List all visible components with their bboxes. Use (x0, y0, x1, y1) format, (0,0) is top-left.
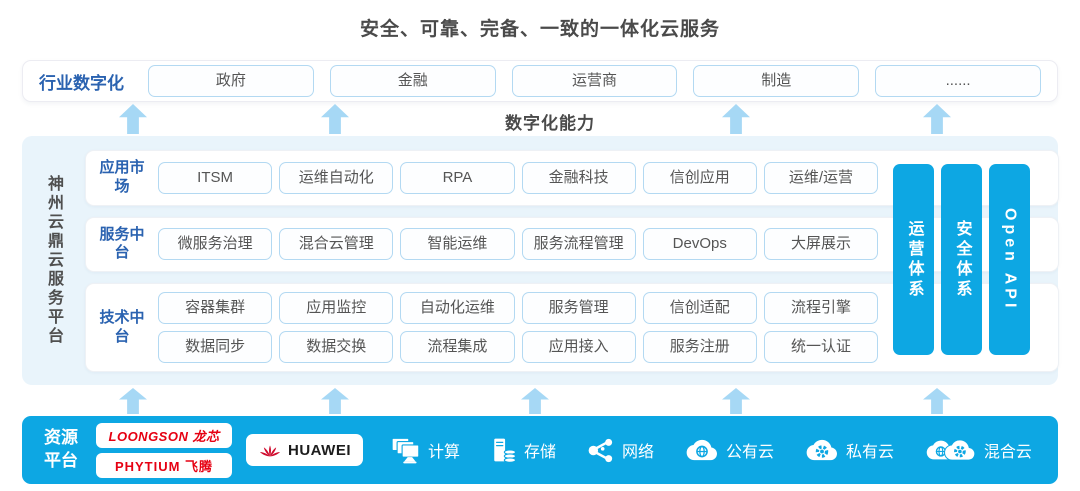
capability-chip: 数据交换 (279, 331, 394, 363)
compute-icon (391, 437, 420, 463)
up-arrow-icon (923, 104, 951, 134)
capability-chip: 信创应用 (642, 161, 757, 194)
service-network: 网络 (587, 437, 654, 464)
capability-chip: ITSM (158, 161, 273, 194)
service-label: 网络 (621, 444, 654, 461)
capability-chip: RPA (400, 161, 515, 194)
industry-item: 运营商 (511, 65, 678, 97)
capability-chip: 自动化运维 (400, 292, 515, 324)
capability-chip: 容器集群 (158, 292, 273, 324)
capability-chip: 智能运维 (400, 228, 515, 261)
industry-row: 行业数字化 政府 金融 运营商 制造 ...... (22, 60, 1058, 102)
capability-chip: 流程集成 (400, 331, 515, 363)
up-arrow-icon (119, 388, 147, 414)
capability-chip: 流程引擎 (763, 292, 879, 324)
capability-chip: 微服务治理 (158, 228, 273, 261)
capability-chip: 服务注册 (642, 331, 757, 363)
hybrid-cloud-icon (926, 439, 976, 461)
industry-row-label: 行业数字化 (39, 73, 124, 93)
up-arrow-icon (722, 104, 750, 134)
row-tech-platform: 技术中台 容器集群 应用监控 自动化运维 服务管理 信创适配 流程引擎 数据同步… (85, 283, 1059, 372)
diagram-title: 安全、可靠、完备、一致的一体化云服务 (359, 19, 720, 40)
up-arrow-icon (521, 388, 549, 414)
storage-icon (494, 438, 517, 463)
industry-item: ...... (875, 65, 1041, 97)
phytium-logo: PHYTIUM 飞腾 (96, 452, 232, 478)
cpu-vendors: LOONGSON 龙芯 PHYTIUM 飞腾 (96, 422, 232, 478)
up-arrow-icon (923, 388, 951, 414)
capability-chip: 信创适配 (642, 292, 757, 324)
row-label: 技术中台 (99, 308, 145, 345)
huawei-logo: HUAWEI (246, 434, 363, 466)
service-label: 私有云 (845, 444, 894, 461)
up-arrow-icon (722, 388, 750, 414)
pillar-security-system: 安全体系 (941, 164, 982, 355)
platform-side-label: 神州云鼎云服务平台 (45, 175, 62, 346)
service-label: 公有云 (725, 444, 774, 461)
capability-chip: 大屏展示 (763, 228, 879, 261)
public-cloud-icon (686, 439, 717, 461)
resource-services: 计算 存储 (377, 436, 1032, 464)
resource-bar: 资源平台 LOONGSON 龙芯 PHYTIUM 飞腾 HUAWEI (22, 416, 1058, 484)
capability-chip: 金融科技 (521, 161, 636, 194)
service-storage: 存储 (491, 437, 556, 464)
service-public-cloud: 公有云 (685, 436, 774, 464)
row-label: 服务中台 (99, 225, 145, 262)
service-label: 混合云 (983, 444, 1032, 461)
capability-chip: 混合云管理 (279, 228, 394, 261)
capability-label: 数字化能力 (505, 114, 595, 133)
row-label: 应用市场 (99, 159, 145, 195)
capability-chip: DevOps (642, 228, 757, 261)
capability-chip: 统一认证 (763, 331, 879, 363)
up-arrow-icon (119, 104, 147, 134)
huawei-flower-icon (259, 445, 281, 456)
industry-item: 政府 (148, 65, 314, 97)
pillar-open-api: Open API (989, 164, 1030, 355)
capability-chip: 服务流程管理 (521, 228, 636, 261)
industry-item: 制造 (693, 65, 860, 97)
service-compute: 计算 (391, 437, 460, 464)
pillar-operations-system: 运营体系 (893, 164, 934, 355)
capability-chip: 应用监控 (279, 292, 394, 324)
industry-item: 金融 (329, 65, 496, 97)
resource-bar-label: 资源平台 (44, 428, 78, 470)
loongson-logo: LOONGSON 龙芯 (96, 422, 232, 448)
capability-chip: 运维/运营 (763, 161, 879, 194)
private-cloud-icon (806, 439, 837, 461)
up-arrow-icon (321, 104, 349, 134)
service-label: 计算 (428, 444, 461, 461)
capability-chip: 服务管理 (521, 292, 636, 324)
capability-chip: 运维自动化 (279, 161, 394, 194)
network-icon (588, 438, 613, 462)
service-private-cloud: 私有云 (805, 436, 894, 464)
service-hybrid-cloud: 混合云 (925, 436, 1032, 464)
huawei-logo-text: HUAWEI (288, 441, 351, 459)
service-label: 存储 (523, 444, 556, 461)
up-arrow-icon (321, 388, 349, 414)
capability-chip: 应用接入 (521, 331, 636, 363)
capability-chip: 数据同步 (158, 331, 273, 363)
row-app-market: 应用市场 ITSM 运维自动化 RPA 金融科技 信创应用 运维/运营 (85, 150, 1059, 206)
